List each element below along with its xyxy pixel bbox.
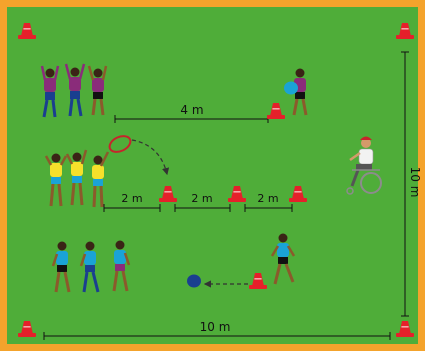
ball-icon — [284, 81, 298, 95]
segment-label-2: 2 m — [191, 192, 212, 205]
segment-label-3: 2 m — [257, 192, 278, 205]
distance-marker-width: 10 m — [43, 320, 391, 340]
player-figure-icon — [44, 153, 68, 207]
distance-label-top: 4 m — [180, 103, 203, 117]
group-top-players — [40, 63, 108, 118]
player-figure-icon — [65, 149, 88, 206]
ball-icon — [187, 274, 201, 288]
player-figure-icon — [112, 240, 131, 292]
distance-marker-middle: 2 m 2 m 2 m — [103, 192, 293, 212]
player-figure-icon — [87, 65, 108, 116]
ring-icon — [108, 135, 132, 153]
player-figure-icon — [92, 151, 110, 208]
group-bottom-players — [51, 240, 131, 293]
field-width-label: 10 m — [200, 320, 231, 334]
player-with-ball — [284, 68, 308, 116]
player-figure-icon — [40, 65, 60, 118]
player-figure-icon — [64, 63, 86, 117]
distance-marker-top: 4 m — [114, 103, 269, 123]
player-figure-icon — [79, 241, 100, 293]
player-figure-icon — [51, 241, 71, 293]
group-middle-players — [44, 149, 110, 208]
field-height-label: 10 m — [408, 167, 422, 198]
player-figure-icon — [270, 233, 296, 285]
wheelchair-coach-icon — [346, 136, 382, 195]
distance-marker-height: 10 m — [401, 51, 422, 317]
segment-label-1: 2 m — [121, 192, 142, 205]
